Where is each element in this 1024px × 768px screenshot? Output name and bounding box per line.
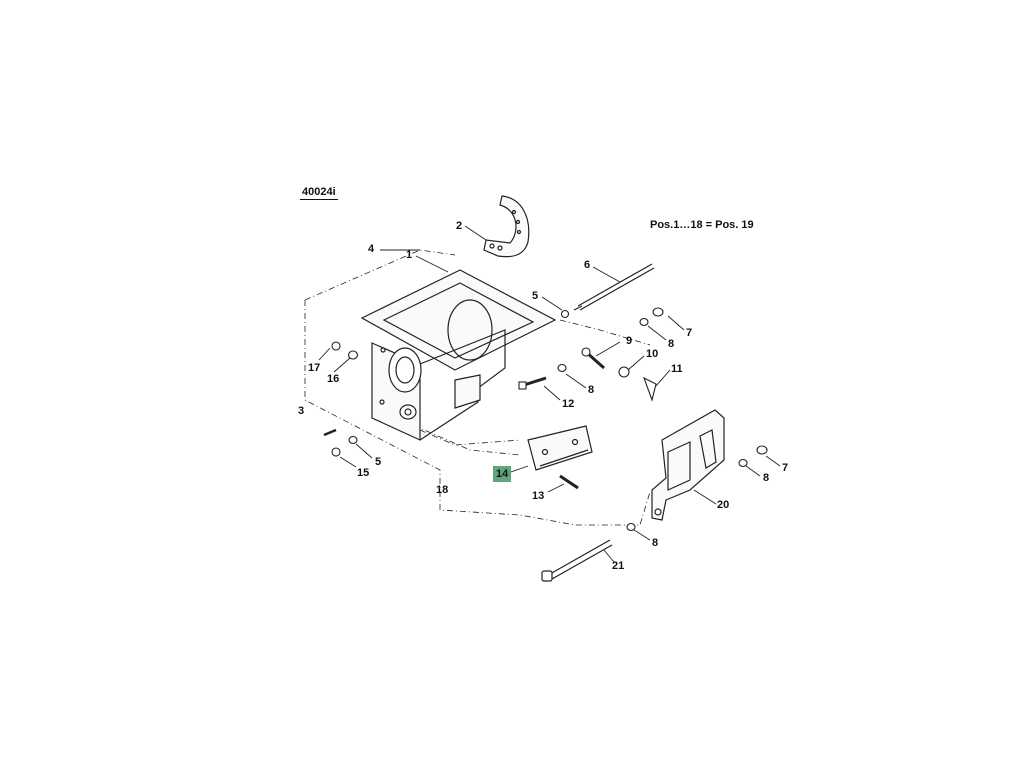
leader-lines: [318, 225, 781, 563]
part-label-3[interactable]: 3: [298, 405, 305, 417]
part-label-9[interactable]: 9: [626, 335, 633, 347]
part-label-5-lower[interactable]: 5: [375, 456, 382, 468]
part-label-10[interactable]: 10: [646, 348, 659, 360]
part-label-8-bottom[interactable]: 8: [652, 537, 659, 549]
part-label-8-top[interactable]: 8: [668, 338, 675, 350]
part-label-6[interactable]: 6: [584, 259, 591, 271]
hardware-parts: [323, 307, 768, 532]
bracket-part: [651, 409, 725, 521]
part-label-21[interactable]: 21: [612, 560, 625, 572]
plate-part: [527, 425, 593, 471]
position-note: Pos.1…18 = Pos. 19: [650, 219, 754, 231]
part-label-2[interactable]: 2: [456, 220, 463, 232]
long-bolt-part: [541, 539, 613, 582]
part-label-18[interactable]: 18: [436, 484, 449, 496]
part-label-16[interactable]: 16: [327, 373, 340, 385]
reference-code: 40024i: [300, 186, 338, 200]
housing-frame-part: [360, 269, 557, 441]
part-label-8-mid[interactable]: 8: [588, 384, 595, 396]
curved-quadrant-part: [483, 195, 530, 258]
part-label-7-lower[interactable]: 7: [782, 462, 789, 474]
part-label-4[interactable]: 4: [368, 243, 375, 255]
part-label-5-upper[interactable]: 5: [532, 290, 539, 302]
part-label-1[interactable]: 1: [406, 249, 413, 261]
part-label-17[interactable]: 17: [308, 362, 321, 374]
part-label-8-right[interactable]: 8: [763, 472, 770, 484]
part-label-7-upper[interactable]: 7: [686, 327, 693, 339]
part-label-11[interactable]: 11: [671, 363, 683, 375]
long-rod-part: [573, 263, 655, 311]
part-label-13[interactable]: 13: [532, 490, 545, 502]
part-label-14[interactable]: 14: [493, 466, 512, 482]
part-label-20[interactable]: 20: [717, 499, 730, 511]
part-label-15[interactable]: 15: [357, 467, 370, 479]
part-label-12[interactable]: 12: [562, 398, 575, 410]
